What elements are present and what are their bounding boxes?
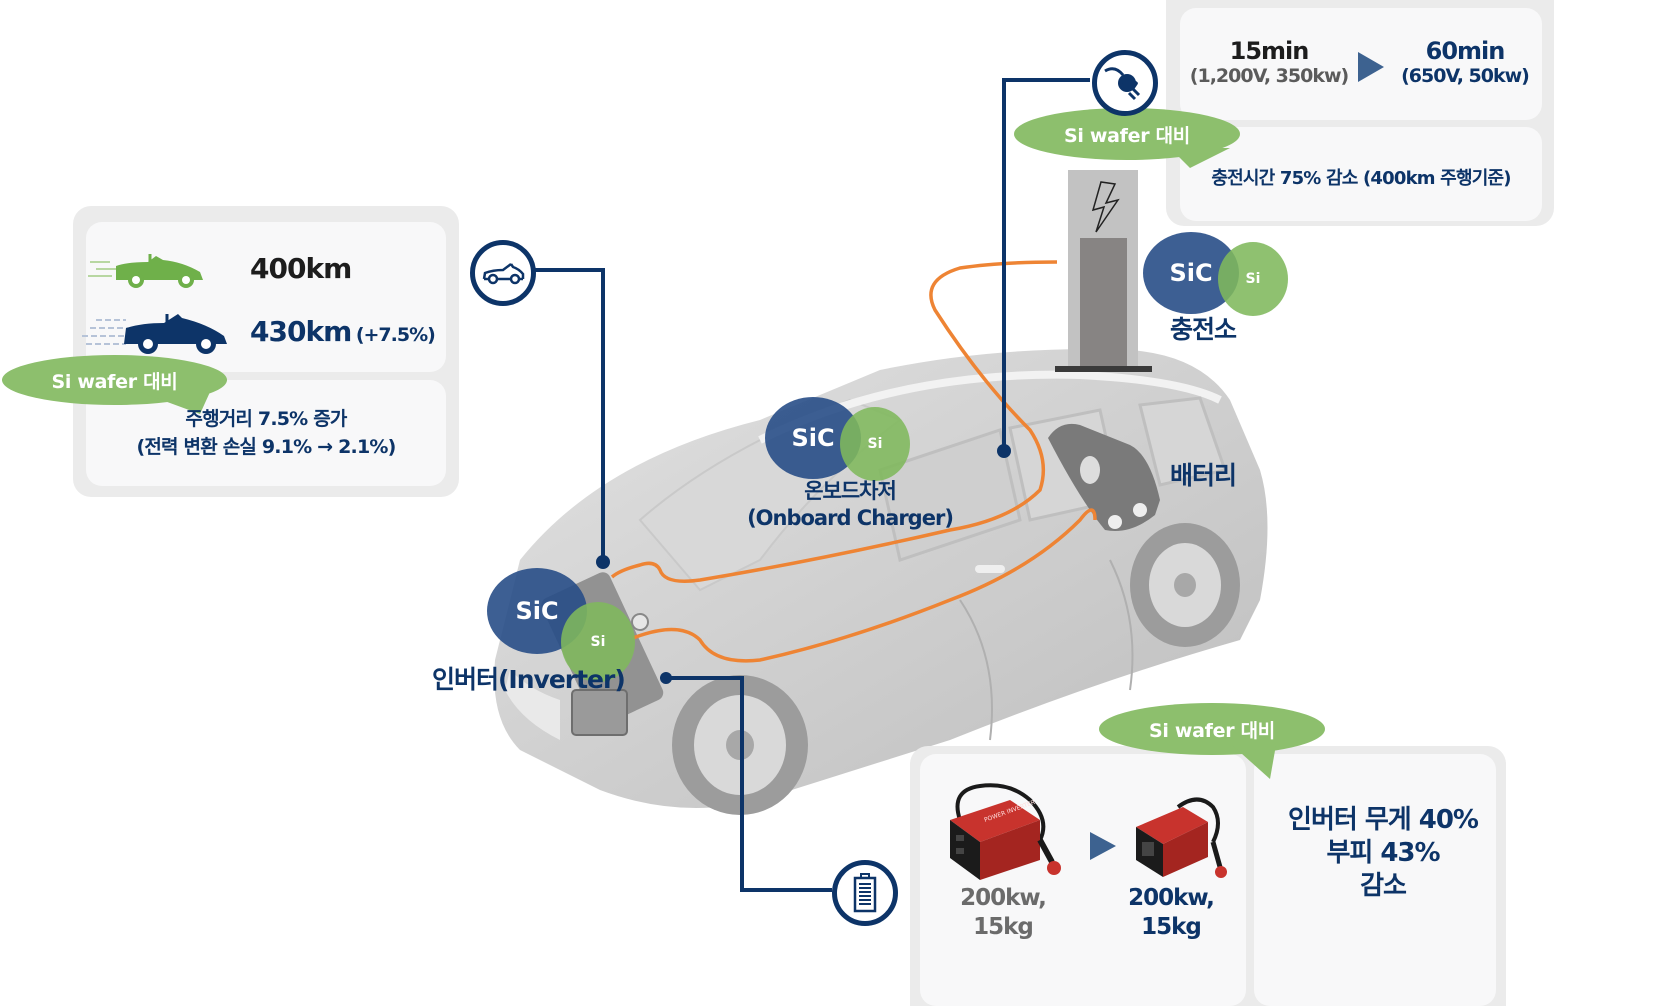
sic-circle: SiC xyxy=(1143,232,1239,314)
si-inverter-spec: 200kw, 15kg xyxy=(940,884,1066,942)
car-battery-device xyxy=(1048,423,1160,531)
green-car-icon xyxy=(88,254,203,288)
si-circle: Si xyxy=(840,407,910,481)
sic-inverter-image xyxy=(1136,797,1227,878)
onboard-charger-label: 온보드차저 (Onboard Charger) xyxy=(720,478,980,532)
sic-range-delta: (+7.5%) xyxy=(355,324,436,346)
si-inverter-spec-line2: 15kg xyxy=(973,914,1034,940)
range-summary: 주행거리 7.5% 증가 (전력 변환 손실 9.1% → 2.1%) xyxy=(86,405,446,461)
onboard-charger-label-ko: 온보드차저 xyxy=(804,479,897,503)
bubble-label: Si wafer 대비 xyxy=(51,370,178,393)
cable-charger-to-onboard xyxy=(610,260,1058,583)
lightning-icon xyxy=(1091,181,1120,233)
connector-line-charging xyxy=(1002,78,1090,450)
range-summary-line1: 주행거리 7.5% 증가 xyxy=(185,408,347,430)
connector-dot-inverter xyxy=(660,672,672,684)
sic-inverter-spec-line1: 200kw, xyxy=(1128,885,1215,911)
inverter-summary: 인버터 무게 40% 부피 43% 감소 xyxy=(1254,804,1512,903)
charging-station-pillar xyxy=(1055,170,1152,372)
si-inverter-image: POWER INVERTER xyxy=(950,783,1061,880)
bubble-tail xyxy=(140,392,210,414)
arrow-right-icon xyxy=(1090,832,1116,860)
inverter-venn: SiC Si xyxy=(487,568,637,682)
si-circle: Si xyxy=(1218,242,1288,316)
sic-inverter-spec-line2: 15kg xyxy=(1141,914,1202,940)
navy-car-icon xyxy=(82,314,227,354)
plug-icon xyxy=(1104,67,1141,101)
sic-inverter-spec: 200kw, 15kg xyxy=(1108,884,1234,942)
bubble-label: Si wafer 대비 xyxy=(1064,124,1190,147)
connector-dot-range xyxy=(596,555,610,569)
inverter-connector-icon xyxy=(832,860,898,926)
inverter-summary-card xyxy=(1254,754,1496,1006)
cable-inverter-to-battery xyxy=(632,508,1097,663)
inverter-label: 인버터(Inverter) xyxy=(432,665,626,694)
si-charging-spec: (650V, 50kw) xyxy=(1401,65,1530,87)
charging-summary-card xyxy=(1180,127,1542,221)
range-summary-line2: (전력 변환 손실 9.1% → 2.1%) xyxy=(136,436,396,458)
sic-charging-spec: (1,200V, 350kw) xyxy=(1189,65,1349,87)
onboard-charger-label-en: (Onboard Charger) xyxy=(747,506,954,530)
bubble-tail xyxy=(1170,148,1230,168)
bubble-label: Si wafer 대비 xyxy=(1149,719,1275,742)
sic-range-km: 430km xyxy=(250,315,352,348)
sic-range-value: 430km (+7.5%) xyxy=(250,315,436,348)
car-side-window-back xyxy=(1138,396,1227,487)
convertible-car-icon xyxy=(482,263,525,285)
si-inverter-spec-line1: 200kw, xyxy=(960,885,1047,911)
si-circle: Si xyxy=(561,602,635,682)
inverter-summary-line1: 인버터 무게 40% xyxy=(1288,805,1479,835)
si-charging-time: 60min xyxy=(1425,37,1506,65)
si-range-value: 400km xyxy=(250,252,352,285)
inverter-compare-card xyxy=(920,754,1246,1006)
sic-charging-time: 15min xyxy=(1229,37,1310,65)
arrow-right-icon xyxy=(1358,52,1384,82)
bubble-tail xyxy=(1232,745,1276,779)
charging-station-label: 충전소 xyxy=(1170,315,1237,344)
connector-line-inverter xyxy=(666,676,832,892)
si-wafer-bubble-inverter: Si wafer 대비 xyxy=(1099,703,1325,755)
charging-summary: 충전시간 75% 감소 (400km 주행기준) xyxy=(1211,168,1511,189)
charging-connector-icon xyxy=(1092,50,1158,116)
onboard-charger-venn: SiC Si xyxy=(765,397,915,497)
battery-icon xyxy=(853,873,877,913)
sic-charging: 15min (1,200V, 350kw) xyxy=(1176,38,1362,88)
battery-label: 배터리 xyxy=(1170,461,1237,490)
connector-line-range xyxy=(533,268,605,560)
charging-station-venn: SiC Si xyxy=(1143,232,1293,332)
connector-dot-charging xyxy=(997,444,1011,458)
inverter-summary-line3: 감소 xyxy=(1360,871,1407,901)
inverter-summary-line2: 부피 43% xyxy=(1326,838,1440,868)
si-charging: 60min (650V, 50kw) xyxy=(1380,38,1550,88)
car-side-window xyxy=(878,428,1022,562)
range-connector-icon xyxy=(470,240,536,306)
